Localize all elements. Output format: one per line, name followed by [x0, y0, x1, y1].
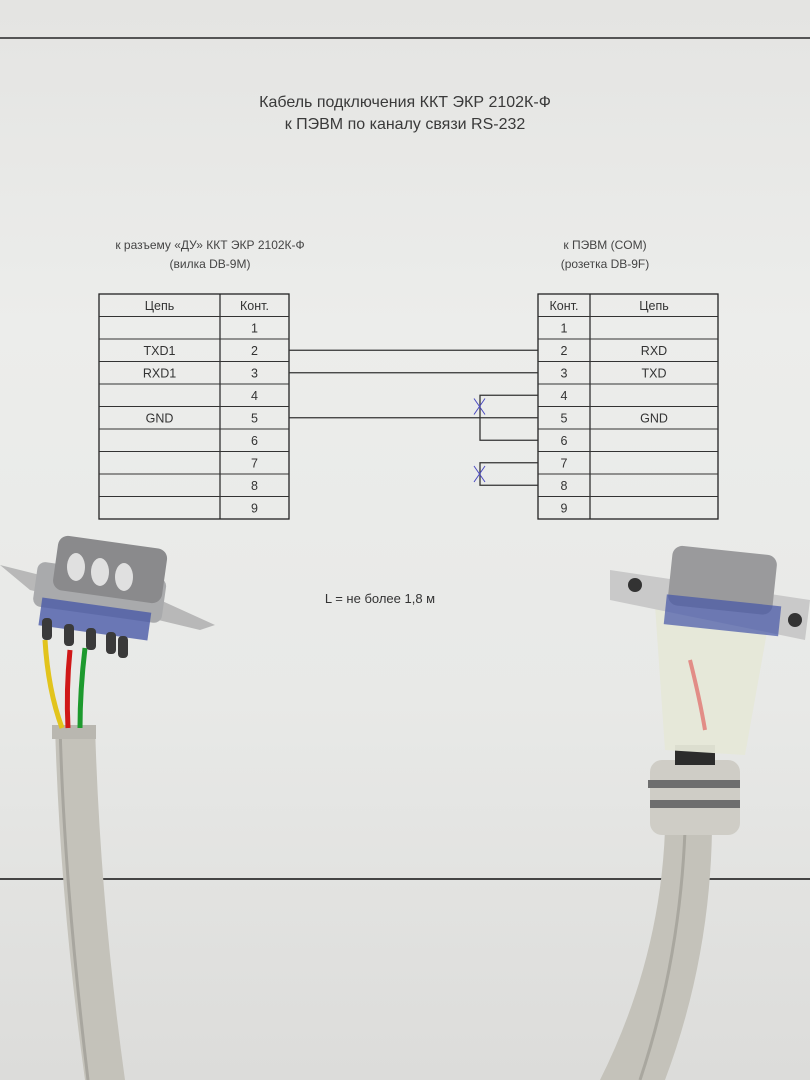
left-signal-cell: GND [146, 412, 174, 426]
cable-length-note: L = не более 1,8 м [324, 591, 436, 606]
right-pin-table: Конт. Цепь 1 2 RXD 3 TXD 4 5 GND 6 7 8 9 [537, 293, 719, 520]
title-line-2: к ПЭВМ по каналу связи RS-232 [284, 116, 526, 133]
pen-cross-mark [473, 465, 486, 483]
right-header-signal: Цепь [639, 299, 668, 313]
left-pin-cell: 5 [251, 412, 258, 426]
jumper-4-6 [479, 394, 538, 441]
right-signal-cell: TXD [642, 367, 667, 381]
jumper-7-8 [479, 462, 538, 486]
right-pin-cell: 8 [561, 479, 568, 493]
right-signal-cell: RXD [641, 344, 667, 358]
left-pin-cell: 7 [251, 457, 258, 471]
right-caption-line-1: к ПЭВМ (COM) [563, 238, 647, 252]
left-pin-cell: 3 [251, 367, 258, 381]
left-signal-cell: TXD1 [144, 344, 176, 358]
right-header-pin: Конт. [550, 299, 579, 313]
left-caption-line-1: к разъему «ДУ» ККТ ЭКР 2102К-Ф [115, 238, 305, 252]
left-pin-cell: 4 [251, 389, 258, 403]
pen-cross-mark [473, 398, 486, 415]
right-pin-cell: 2 [561, 344, 568, 358]
left-signal-cell: RXD1 [143, 367, 176, 381]
page-bottom-rule [0, 878, 810, 880]
left-pin-cell: 2 [251, 344, 258, 358]
right-pin-cell: 9 [561, 502, 568, 516]
right-caption-line-2: (розетка DB-9F) [560, 257, 650, 271]
right-connector-caption: к ПЭВМ (COM) (розетка DB-9F) [520, 236, 690, 274]
wires [289, 349, 538, 486]
left-connector-caption: к разъему «ДУ» ККТ ЭКР 2102К-Ф (вилка DB… [70, 236, 350, 274]
left-pin-cell: 1 [251, 322, 258, 336]
left-pin-cell: 9 [251, 502, 258, 516]
page-top-rule [0, 37, 810, 39]
left-pin-cell: 8 [251, 479, 258, 493]
db9-female-connector-photo [600, 545, 810, 1080]
right-pin-cell: 6 [561, 434, 568, 448]
right-pin-cell: 5 [561, 412, 568, 426]
left-caption-line-2: (вилка DB-9M) [169, 257, 251, 271]
right-pin-cell: 1 [561, 322, 568, 336]
left-header-pin: Конт. [240, 299, 269, 313]
right-pin-cell: 7 [561, 457, 568, 471]
diagram-title: Кабель подключения ККТ ЭКР 2102К-Ф к ПЭВ… [0, 92, 810, 136]
right-pin-cell: 4 [561, 389, 568, 403]
left-header-signal: Цепь [145, 299, 174, 313]
right-signal-cell: GND [640, 412, 668, 426]
right-pin-cell: 3 [561, 367, 568, 381]
left-pin-cell: 6 [251, 434, 258, 448]
title-line-1: Кабель подключения ККТ ЭКР 2102К-Ф [259, 94, 551, 111]
db9-male-connector-photo [0, 535, 215, 1080]
